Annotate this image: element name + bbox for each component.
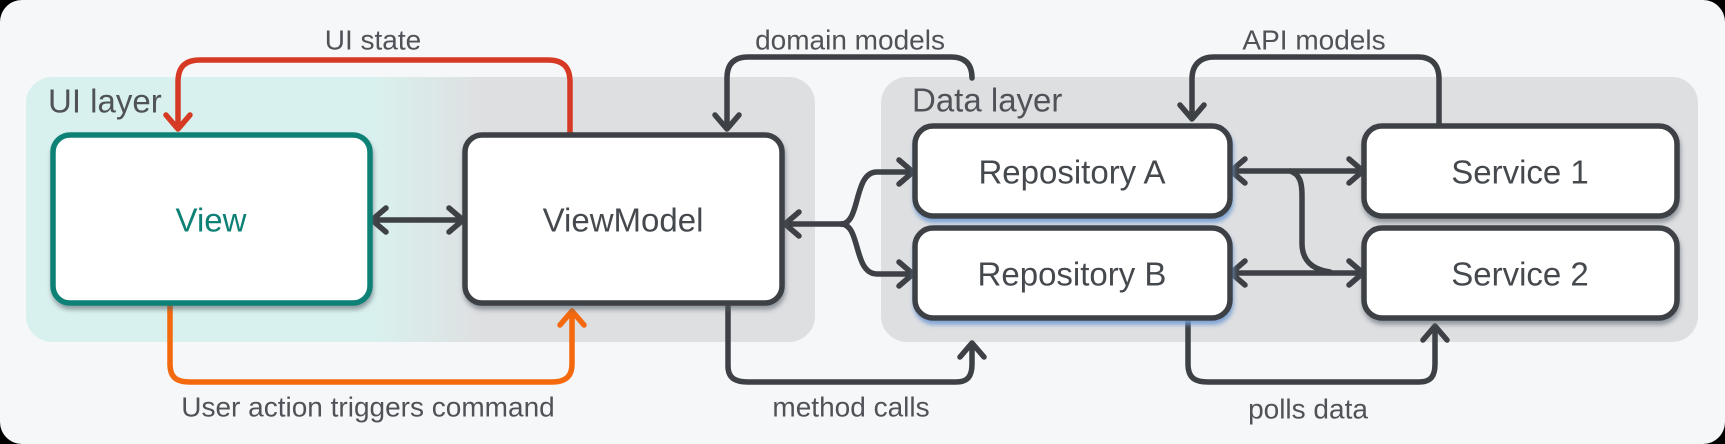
api-models-arrow: [1177, 54, 1442, 130]
data-layer-label: Data layer: [912, 82, 1062, 119]
repository-a-box-label: Repository A: [978, 154, 1165, 191]
service-2-box: Service 2: [1361, 225, 1680, 321]
view-box: View: [50, 132, 373, 306]
method-calls-arrow: [725, 300, 987, 385]
repository-b-box-label: Repository B: [978, 256, 1167, 293]
service-1-box-label: Service 1: [1451, 154, 1589, 191]
service-1-box: Service 1: [1361, 123, 1680, 219]
service-2-box-label: Service 2: [1451, 256, 1589, 293]
domain-models-label: domain models: [755, 25, 945, 56]
repository-a-box: Repository A: [912, 123, 1233, 219]
ui-layer-label: UI layer: [48, 83, 162, 120]
view-box-label: View: [176, 202, 247, 239]
api-models-label: API models: [1242, 25, 1385, 56]
user-action-label: User action triggers command: [181, 392, 554, 423]
viewmodel-box-label: ViewModel: [543, 202, 704, 239]
user-action-arrow: [167, 300, 587, 385]
method-calls-label: method calls: [772, 392, 929, 423]
polls-data-arrow: [1185, 317, 1450, 385]
ui-state-label: UI state: [325, 25, 421, 56]
repository-b-box: Repository B: [912, 225, 1233, 321]
polls-data-label: polls data: [1248, 394, 1368, 425]
domain-models-arrow: [712, 54, 975, 132]
services-cross-connector: [1287, 168, 1333, 275]
ui-state-arrow: [163, 57, 573, 139]
viewmodel-repos-fork-lower: [838, 221, 916, 289]
viewmodel-repos-fork-upper: [838, 157, 916, 227]
viewmodel-box: ViewModel: [462, 132, 785, 306]
